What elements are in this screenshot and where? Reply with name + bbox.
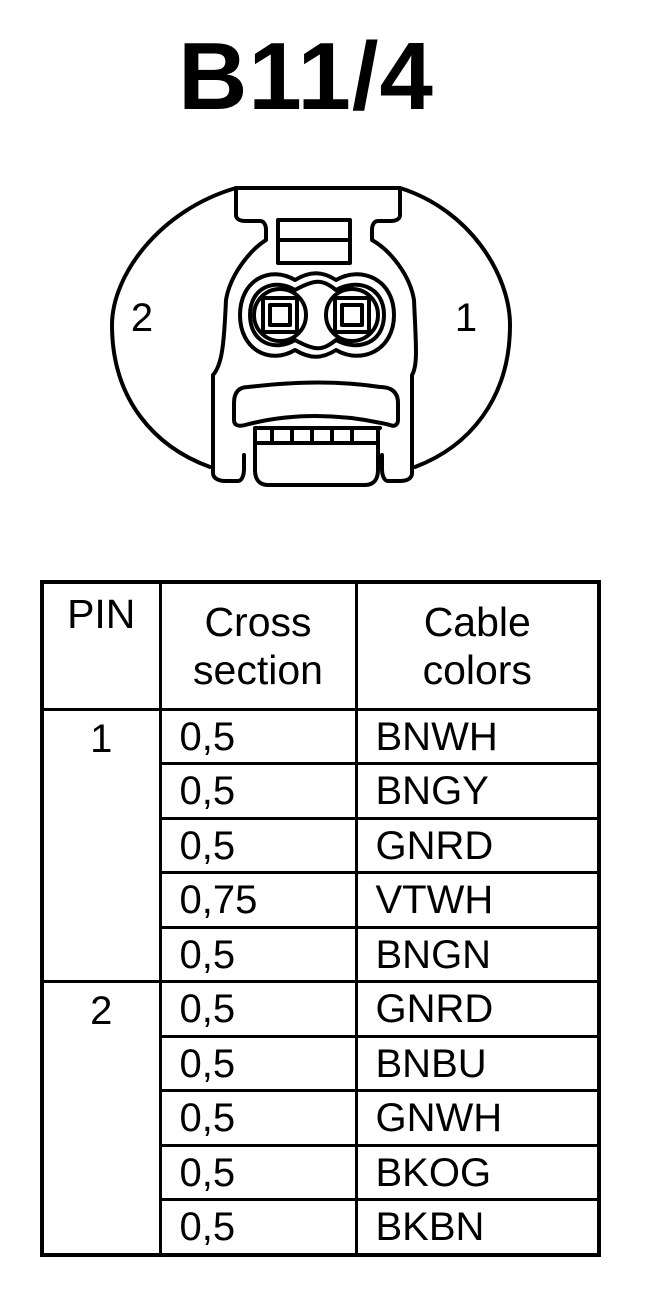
cable-color-cell: BNGY	[354, 763, 601, 820]
pin-label-2: 2	[131, 296, 153, 340]
cross-section-cell: 0,5	[158, 1145, 358, 1202]
cross-section-cell: 0,5	[158, 927, 358, 984]
header-cross-section: Cross section	[158, 580, 358, 711]
cross-section-cell: 0,5	[158, 763, 358, 820]
pin-cell: 1	[40, 709, 162, 984]
pin-label-1: 1	[455, 296, 477, 340]
cross-section-cell: 0,5	[158, 709, 358, 766]
table-row: 0,75 VTWH	[42, 872, 601, 929]
cable-color-cell: GNRD	[354, 981, 601, 1038]
table-row: 2 0,5 GNRD	[40, 981, 601, 1257]
header-pin: PIN	[40, 580, 162, 711]
connector-outline	[110, 186, 512, 469]
key-block	[276, 218, 352, 265]
table-row: 0,5 BNBU	[42, 1036, 601, 1093]
header-cable-colors: Cable colors	[354, 580, 601, 711]
table-row: 1 0,5 BNWH	[40, 709, 601, 984]
table-row: 0,5 BNGN	[42, 927, 601, 984]
cable-color-cell: VTWH	[354, 872, 601, 929]
socket-body	[238, 271, 396, 359]
latch-outline	[211, 186, 418, 483]
table-row: 0,5 GNWH	[42, 1090, 601, 1147]
connector-diagram: 2 1	[110, 186, 512, 487]
cross-section-cell: 0,5	[158, 1090, 358, 1147]
header-cross-line1: Cross	[204, 599, 312, 645]
cable-color-cell: BKOG	[354, 1145, 601, 1202]
bottom-bridge	[232, 380, 400, 428]
table-header-row: PIN Cross section Cable colors	[40, 580, 601, 711]
cable-color-cell: GNWH	[354, 1090, 601, 1147]
cable-color-cell: BKBN	[354, 1199, 601, 1257]
pin-table: PIN Cross section Cable colors 1 0,5 BNW…	[40, 580, 601, 1257]
header-color-line2: colors	[422, 647, 532, 693]
cable-color-cell: BNWH	[354, 709, 601, 766]
pin1-cavity	[324, 287, 380, 343]
cable-color-cell: BNBU	[354, 1036, 601, 1093]
pin2-cavity	[252, 287, 308, 343]
cross-section-cell: 0,5	[158, 1199, 358, 1257]
cross-section-cell: 0,75	[158, 872, 358, 929]
cross-section-cell: 0,5	[158, 1036, 358, 1093]
table-row: 0,5 BNGY	[42, 763, 601, 820]
pin-cell: 2	[40, 981, 162, 1257]
header-color-line1: Cable	[423, 599, 531, 645]
connector-title: B11/4	[178, 23, 434, 130]
header-cross-line2: section	[193, 647, 323, 693]
header-pin-label: PIN	[67, 591, 136, 637]
cable-color-cell: BNGN	[354, 927, 601, 984]
cable-color-cell: GNRD	[354, 818, 601, 875]
cross-section-cell: 0,5	[158, 818, 358, 875]
cross-section-cell: 0,5	[158, 981, 358, 1038]
table-row: 0,5 GNRD	[42, 818, 601, 875]
table-row: 0,5 BKOG	[42, 1145, 601, 1202]
table-row: 0,5 BKBN	[42, 1199, 601, 1257]
bottom-latch	[253, 426, 382, 487]
